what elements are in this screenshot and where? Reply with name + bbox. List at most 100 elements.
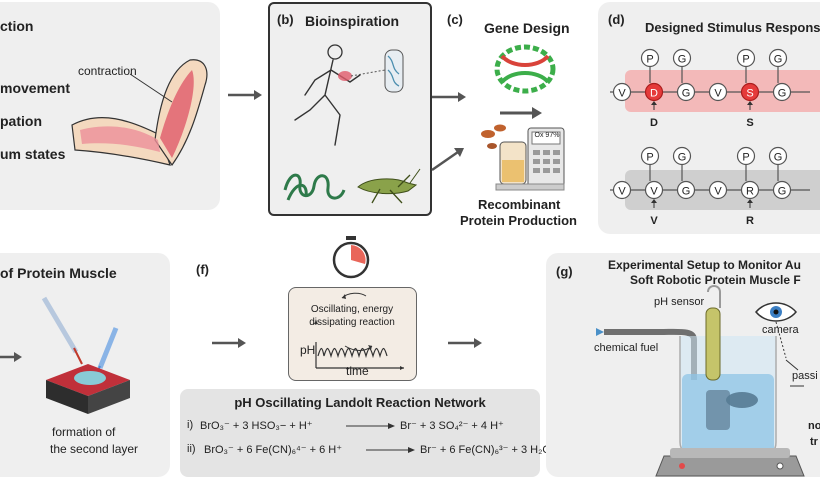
residue-main-circle <box>644 180 664 200</box>
chemical-fuel-label: chemical fuel <box>594 342 659 354</box>
arrow-gene-to-production <box>500 107 542 119</box>
residue-main-circle <box>772 82 792 102</box>
residue-main-label: G <box>682 88 691 100</box>
ph-sensor-label: pH sensor <box>654 296 705 308</box>
flexed-arm-illustration <box>71 59 208 167</box>
residue-main-circle <box>644 82 664 102</box>
reaction-1-reactants: BrO₃⁻ + 3 HSO₃− + H⁺ <box>200 420 313 432</box>
panel-e-caption-2: the second layer <box>50 442 139 456</box>
passive-label-fragment: passi <box>792 370 818 382</box>
reaction-2-number: ii) <box>187 443 196 455</box>
residue-top-label: G <box>774 54 783 66</box>
residue-top-circle <box>672 146 692 166</box>
residue-main-label: G <box>778 88 787 100</box>
residue-main-circle <box>676 180 696 200</box>
panel-a-item-2: pation <box>0 113 42 129</box>
protein-production-label-1: Recombinant <box>478 197 561 212</box>
residue-main-label: R <box>746 186 754 198</box>
runner-illustration <box>294 44 404 146</box>
arrow-f-to-g <box>448 338 482 348</box>
residue-main-circle <box>740 82 760 102</box>
residue-top-label: P <box>646 152 653 164</box>
protein-coil-illustration <box>283 173 346 201</box>
residue-top-circle <box>736 146 756 166</box>
residue-top-circle <box>672 48 692 68</box>
syringe-deposition-illustration <box>41 296 130 414</box>
contraction-label: contraction <box>78 64 137 78</box>
panel-a-item-1: movement <box>0 80 71 96</box>
panel-f-tag: (f) <box>196 262 209 277</box>
panel-b-tag: (b) <box>277 12 294 27</box>
grasshopper-illustration <box>357 168 421 204</box>
timer-icon <box>332 236 370 279</box>
panel-g-title-2: Soft Robotic Protein Muscle F <box>630 273 801 287</box>
residue-main-label: V <box>618 88 626 100</box>
panel-g-tag: (g) <box>556 264 573 279</box>
residue-main-label: D <box>650 88 658 100</box>
residue-main-label: V <box>618 186 626 198</box>
residue-main-label: S <box>746 88 753 100</box>
reaction-2-products: Br⁻ + 6 Fe(CN)₆³⁻ + 3 H₂O <box>420 444 551 456</box>
reaction-1-products: Br⁻ + 3 SO₄²⁻ + 4 H⁺ <box>400 420 504 432</box>
arrow-e-to-f <box>212 338 246 348</box>
residue-main-label: G <box>682 186 691 198</box>
oscillation-text-1: Oscillating, energy <box>310 304 394 315</box>
marker-label: V <box>650 215 658 227</box>
residue-main-label: V <box>650 186 658 198</box>
residue-main-label: V <box>714 186 722 198</box>
osc-y-label: pH <box>300 343 316 357</box>
arrow-b-to-c <box>432 92 466 102</box>
panel-d-tag: (d) <box>608 12 625 27</box>
tr-label-fragment: tr <box>810 436 818 448</box>
panel-e <box>0 253 170 477</box>
oscillation-text-2: dissipating reaction <box>309 317 395 328</box>
experimental-setup-illustration <box>596 285 805 477</box>
arrow-b-to-c-lower <box>431 148 464 172</box>
panel-a-title: ction <box>0 18 34 34</box>
residue-top-circle <box>640 146 660 166</box>
osc-x-label: time <box>346 364 369 378</box>
residue-main-label: G <box>778 186 787 198</box>
oscillation-box <box>288 287 417 381</box>
residue-top-circle <box>736 48 756 68</box>
residue-top-label: P <box>742 152 749 164</box>
bioreactor-screen-readout: Ox 97% <box>534 132 560 139</box>
marker-arrow-head <box>651 199 657 203</box>
panel-e-title: of Protein Muscle <box>0 265 117 281</box>
arrow-a-to-b <box>228 90 262 100</box>
protein-production-label-2: Protein Production <box>460 213 577 228</box>
residue-top-label: G <box>774 152 783 164</box>
reaction-2-reactants: BrO₃⁻ + 6 Fe(CN)₆⁴⁻ + 6 H⁺ <box>204 444 343 456</box>
residue-main-circle <box>740 180 760 200</box>
panel-c-tag: (c) <box>447 12 463 27</box>
residue-main-circle <box>708 180 728 200</box>
bioreactor-illustration <box>481 124 565 191</box>
residue-top-circle <box>768 48 788 68</box>
no-label-fragment: no <box>808 420 820 432</box>
plasmid-dna-icon <box>494 44 556 94</box>
marker-label: D <box>650 117 658 129</box>
panel-g-title-1: Experimental Setup to Monitor Au <box>608 258 801 272</box>
residue-main-circle <box>772 180 792 200</box>
reaction-1-arrow <box>346 423 395 429</box>
residue-top-label: G <box>678 54 687 66</box>
panel-d-title: Designed Stimulus Respons <box>645 20 820 35</box>
marker-label: S <box>746 117 753 129</box>
residue-main-label: V <box>714 88 722 100</box>
residue-top-label: P <box>646 54 653 66</box>
gene-design-title: Gene Design <box>484 20 570 36</box>
residue-main-circle <box>612 180 632 200</box>
residue-top-circle <box>768 146 788 166</box>
marker-label: R <box>746 215 754 227</box>
panel-b-title: Bioinspiration <box>305 13 400 29</box>
reaction-2-arrow <box>366 447 415 453</box>
marker-arrow-head <box>747 101 753 105</box>
panel-e-caption-1: formation of <box>52 425 116 439</box>
marker-arrow-head <box>747 199 753 203</box>
residue-main-circle <box>612 82 632 102</box>
oscillation-graph <box>314 292 404 370</box>
residue-main-circle <box>708 82 728 102</box>
reaction-network-title: pH Oscillating Landolt Reaction Network <box>234 395 486 410</box>
arrow-into-e <box>0 352 22 362</box>
